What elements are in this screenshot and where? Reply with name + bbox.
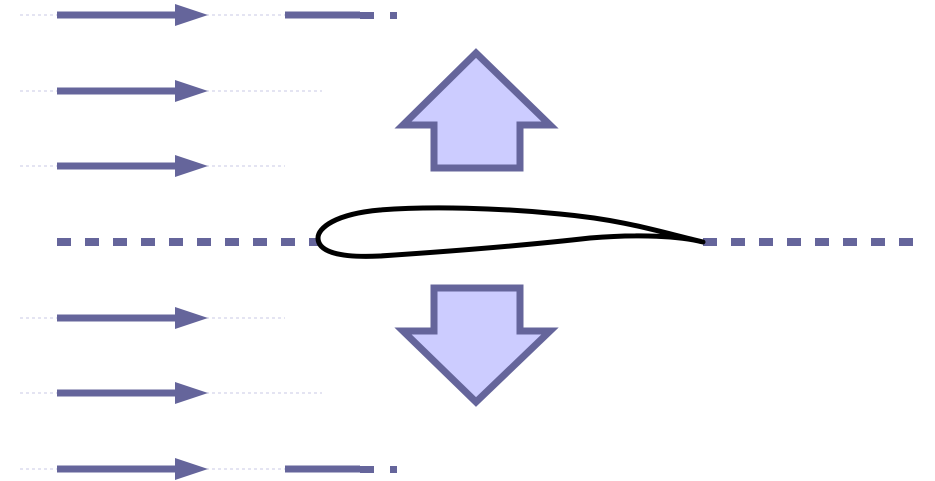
trailing-dash [360,12,374,19]
flow-arrow-head [175,458,208,480]
streamline-2 [20,80,322,102]
flow-arrow-head [175,382,208,404]
lift-arrow-icon [394,48,559,172]
flow-arrow-head [175,80,208,102]
trailing-dash [360,466,374,473]
streamline-3 [20,155,285,177]
streamline-7 [20,458,397,480]
flow-arrow-head [175,307,208,329]
streamline-5 [20,307,285,329]
streamline-1 [20,4,397,26]
airfoil-outline [315,205,706,259]
trailing-dash [390,466,397,473]
trailing-dash [390,12,397,19]
flow-arrow-head [175,155,208,177]
flow-arrow-head [175,4,208,26]
downforce-arrow-icon [394,284,559,407]
streamline-6 [20,382,322,404]
